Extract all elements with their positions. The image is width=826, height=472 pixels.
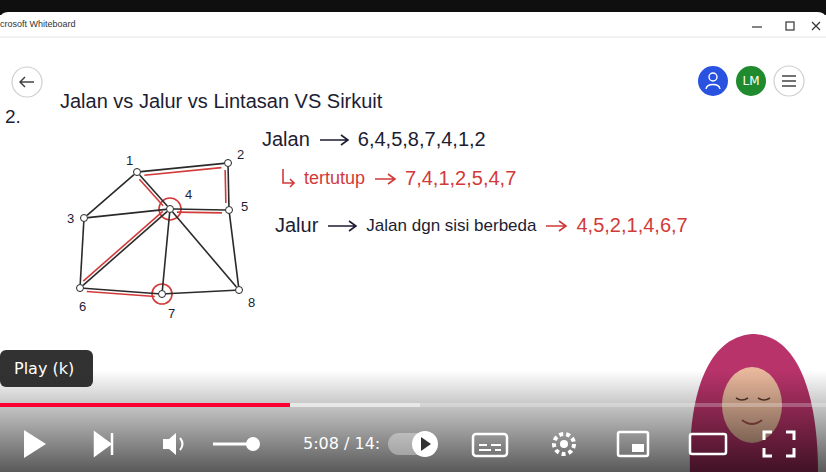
- vertex-label: 2: [237, 147, 244, 162]
- graph-edge: [229, 214, 238, 286]
- graph-edge: [80, 222, 84, 284]
- restore-icon: [786, 22, 794, 30]
- graph-edge: [87, 175, 134, 216]
- vertex-sequence: 4,5,2,1,4,6,7: [576, 214, 687, 237]
- hamburger-icon: [782, 76, 796, 86]
- item-number: 2.: [5, 106, 21, 128]
- graph-vertex: 5: [225, 206, 233, 214]
- arrow-symbol: [318, 133, 350, 147]
- back-button: [12, 67, 42, 97]
- term-label: Jalan: [262, 128, 310, 151]
- arrow-symbol: [373, 172, 397, 186]
- progress-track: [0, 403, 826, 407]
- menu-button: [774, 66, 804, 96]
- graph-vertex: 7: [158, 290, 166, 298]
- settings-icon: [560, 440, 568, 448]
- graph-vertex: 1: [133, 168, 141, 176]
- back-arrow: [20, 77, 34, 87]
- tooltip-text: Play (k): [14, 359, 74, 378]
- highlight-stroke: [144, 168, 221, 176]
- branch-arrow: [280, 168, 296, 190]
- avatar-initials: LM: [742, 74, 759, 88]
- time-display: 5:08 / 14:: [303, 434, 380, 453]
- graph-edge: [83, 212, 167, 286]
- miniplayer-icon: [632, 444, 644, 452]
- autoplay-knob: [412, 431, 438, 457]
- vertex-label: 3: [67, 211, 74, 226]
- subtitles-icon: [473, 434, 507, 456]
- graph-edge: [166, 290, 235, 294]
- graph-vertex: 2: [224, 159, 232, 167]
- progress-buffer: [0, 403, 420, 407]
- vertex-label: 1: [126, 153, 133, 168]
- definition-text: Jalan dgn sisi berbeda: [366, 216, 536, 236]
- vertex-sequence: 6,4,5,8,7,4,1,2: [358, 128, 486, 151]
- tooltip-box: [0, 350, 93, 387]
- heading: Jalan vs Jalur vs Lintasan VS Sirkuit: [60, 90, 382, 113]
- user-avatar: [736, 66, 766, 96]
- graph-vertex: 8: [235, 286, 243, 294]
- graph-vertex: 6: [76, 284, 84, 292]
- subtitles-icon: [479, 445, 501, 450]
- highlight-stroke: [139, 179, 163, 206]
- vertex-label: 4: [185, 187, 192, 202]
- volume-knob: [246, 437, 260, 451]
- graph-edge: [162, 213, 169, 290]
- vertex-label: 6: [79, 299, 86, 314]
- vertex-label: 8: [248, 295, 255, 310]
- graph-edge: [173, 212, 237, 287]
- graph-edge: [174, 208, 225, 210]
- highlight-stroke: [83, 211, 162, 281]
- vertex-label: 5: [241, 199, 248, 214]
- vertex-label: 7: [168, 306, 175, 321]
- term-label: tertutup: [304, 168, 365, 189]
- title-divider: [0, 37, 826, 38]
- miniplayer-icon: [618, 432, 648, 456]
- minimize-icon: [752, 26, 762, 27]
- next-icon: [95, 433, 112, 455]
- arrow-symbol: [326, 219, 358, 233]
- app-title: crosoft Whiteboard: [0, 19, 76, 29]
- close-icon: [812, 22, 820, 30]
- person-icon: [706, 85, 720, 90]
- volume-icon: [163, 433, 176, 455]
- vertex-sequence: 7,4,1,2,5,4,7: [405, 167, 516, 190]
- fullscreen-icon: [764, 432, 794, 456]
- window-top: [0, 12, 826, 24]
- graph-edge: [140, 175, 168, 206]
- graph-vertex: 4: [166, 205, 174, 213]
- term-label: Jalur: [275, 214, 318, 237]
- play-icon: [24, 430, 46, 458]
- progress-played: [0, 403, 290, 407]
- graph-edge: [88, 209, 166, 217]
- graph-edge: [141, 163, 224, 171]
- arrow-symbol: [544, 219, 568, 233]
- highlight-stroke: [224, 170, 226, 203]
- person-icon: [709, 73, 717, 81]
- highlight-stroke: [87, 292, 155, 297]
- controls-gradient: [0, 370, 826, 472]
- settings-icon: [554, 434, 574, 454]
- volume-icon: [180, 438, 183, 450]
- graph-edge: [227, 167, 229, 206]
- share-avatar: [698, 66, 728, 96]
- autoplay-icon: [421, 437, 431, 451]
- theater-icon: [690, 434, 726, 454]
- graph-vertex: 3: [80, 214, 88, 222]
- highlight-stroke: [177, 211, 222, 213]
